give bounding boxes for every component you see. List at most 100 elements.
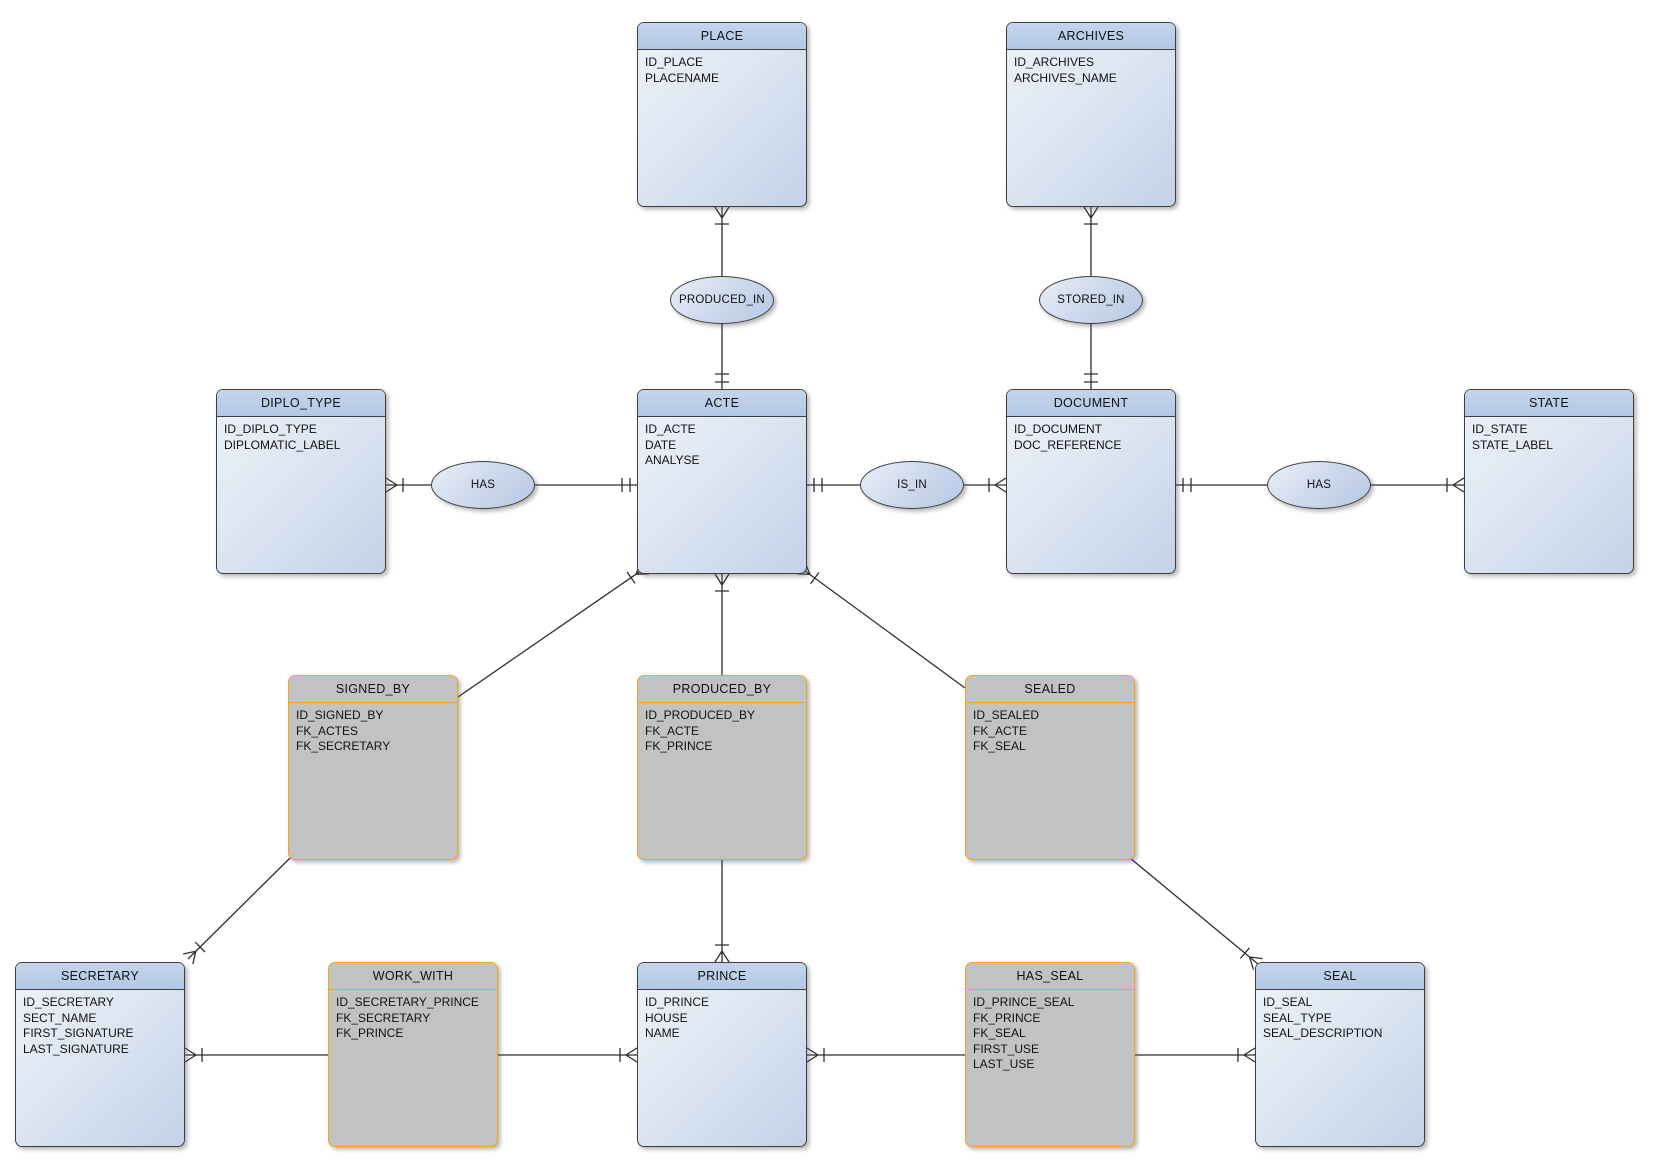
attribute-label: FIRST_SIGNATURE (23, 1026, 134, 1040)
relationship-is-in[interactable]: IS_IN (860, 461, 964, 509)
attribute-label: ID_STATE (1472, 422, 1528, 436)
connector-has-seal--seal (1135, 1047, 1256, 1063)
attribute-label: ID_SECRETARY_PRINCE (336, 995, 479, 1009)
connector-secretary--work-with (184, 1047, 328, 1063)
relationship-stored-in[interactable]: STORED_IN (1039, 276, 1143, 324)
entity-title-acte: ACTE (638, 390, 806, 417)
entity-title-prince: PRINCE (638, 963, 806, 990)
attribute-label: DOC_REFERENCE (1014, 437, 1122, 452)
attribute-label: ARCHIVES_NAME (1014, 70, 1117, 85)
attribute-label: FK_SECRETARY (296, 739, 391, 753)
connector-has--state (1371, 477, 1465, 493)
entity-title-produced-by: PRODUCED_BY (638, 676, 806, 703)
attribute-label: STATE_LABEL (1472, 437, 1553, 452)
relationship-label: HAS (470, 479, 496, 491)
connector-prince--has-seal (806, 1047, 965, 1063)
attribute-label: ID_PRINCE_SEAL (973, 995, 1075, 1009)
connector-is-in--document (964, 477, 1007, 493)
connector-diplo-type--has (385, 477, 431, 493)
relationship-produced-in[interactable]: PRODUCED_IN (670, 276, 774, 324)
attribute-label: LAST_USE (973, 1057, 1035, 1071)
connector-has--acte (535, 478, 637, 492)
attribute-label: FK_SEAL (973, 739, 1026, 753)
attribute-label: SEAL_TYPE (1263, 1010, 1332, 1025)
entity-title-sealed: SEALED (966, 676, 1134, 703)
attribute-label: ID_DOCUMENT (1014, 422, 1103, 436)
entity-title-seal: SEAL (1256, 963, 1424, 990)
attribute-label: ID_ACTE (645, 422, 696, 436)
entity-title-work-with: WORK_WITH (329, 963, 497, 990)
attribute-label: ID_PRODUCED_BY (645, 708, 756, 722)
connector-stored-in--document (1084, 324, 1098, 389)
connector-signed-by--secretary (182, 857, 291, 965)
attribute-label: ANALYSE (645, 453, 700, 467)
attribute-label: ID_SIGNED_BY (296, 708, 384, 722)
attribute-label: SEAL_DESCRIPTION (1263, 1026, 1383, 1040)
relationship-has-diplo[interactable]: HAS (431, 461, 535, 509)
attribute-label: FK_SEAL (973, 1026, 1026, 1040)
connector-produced-by--prince (714, 860, 730, 963)
entity-title-document: DOCUMENT (1007, 390, 1175, 417)
attribute-label: FK_ACTES (296, 723, 359, 738)
attribute-label: FK_SECRETARY (336, 1010, 431, 1025)
attribute-label: NAME (645, 1026, 680, 1040)
attribute-label: SECT_NAME (23, 1010, 97, 1025)
connector-archives--stored-in (1083, 206, 1099, 276)
connector-acte--signed-by (457, 561, 650, 698)
attribute-label: DATE (645, 437, 677, 452)
connector-document--has (1176, 478, 1267, 492)
connector-work-with--prince (498, 1047, 638, 1063)
connector-place--produced-in (714, 206, 730, 276)
relationship-label: PRODUCED_IN (679, 294, 765, 306)
attribute-label: ID_DIPLO_TYPE (224, 422, 317, 436)
entity-title-diplo-type: DIPLO_TYPE (217, 390, 385, 417)
entity-title-has-seal: HAS_SEAL (966, 963, 1134, 990)
entity-title-state: STATE (1465, 390, 1633, 417)
connector-produced-in--acte (715, 324, 729, 389)
connector-acte--produced-by (714, 573, 730, 675)
entity-title-archives: ARCHIVES (1007, 23, 1175, 50)
connector-acte--sealed (796, 562, 966, 689)
attribute-label: HOUSE (645, 1010, 688, 1025)
attribute-label: FIRST_USE (973, 1041, 1040, 1056)
entity-title-place: PLACE (638, 23, 806, 50)
attribute-label: ID_PLACE (645, 55, 704, 69)
relationship-has-state[interactable]: HAS (1267, 461, 1371, 509)
entity-title-signed-by: SIGNED_BY (289, 676, 457, 703)
attribute-label: PLACENAME (645, 70, 720, 85)
attribute-label: DIPLOMATIC_LABEL (224, 437, 341, 452)
relationship-label: HAS (1306, 479, 1332, 491)
attribute-label: LAST_SIGNATURE (23, 1041, 129, 1056)
attribute-label: FK_ACTE (645, 723, 700, 738)
attribute-label: FK_PRINCE (973, 1010, 1041, 1025)
connector-sealed--seal (1129, 857, 1263, 970)
